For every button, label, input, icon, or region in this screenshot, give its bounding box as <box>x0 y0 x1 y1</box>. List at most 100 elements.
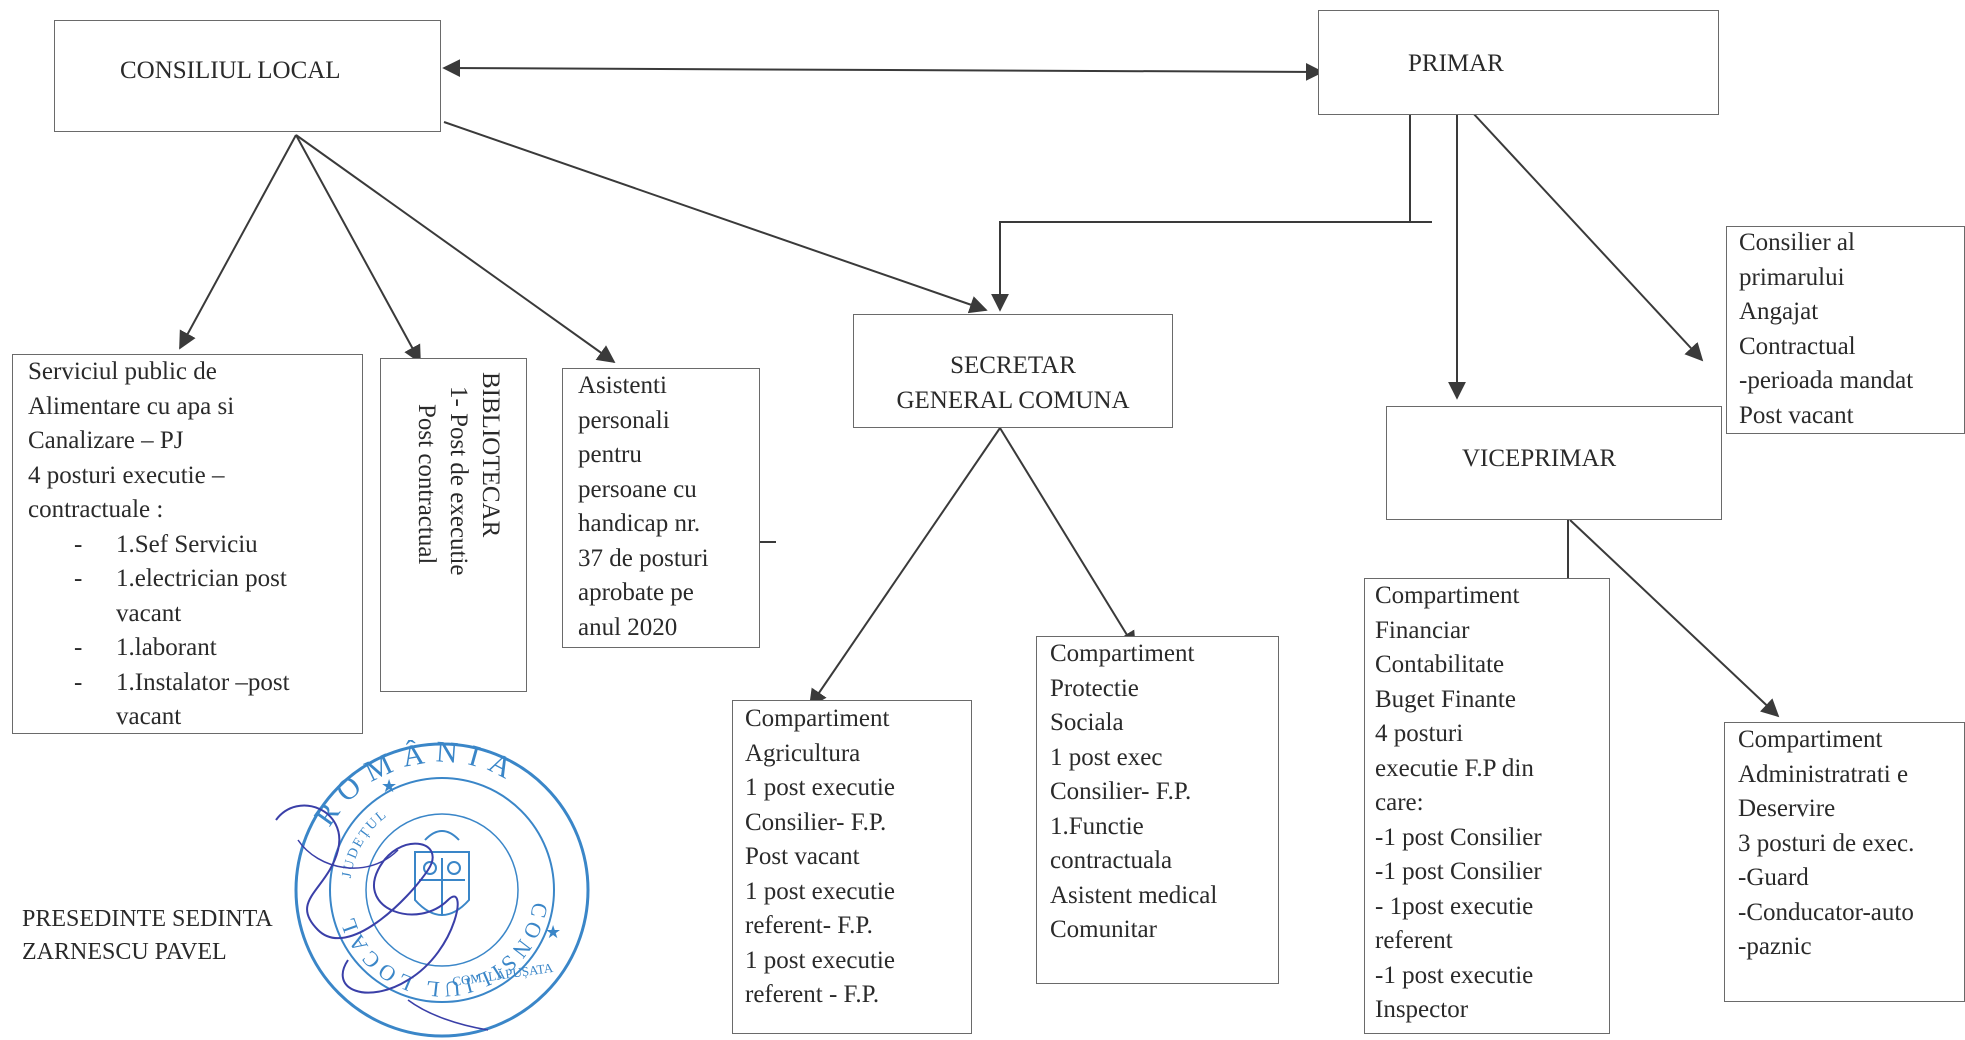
serviciu-bullet-4: - <box>74 669 83 696</box>
box-protectie-sociala <box>1036 636 1279 984</box>
administratie-line-3: Deservire <box>1738 795 1836 822</box>
asistenti-line-7: aprobate pe <box>578 579 694 606</box>
stamp-crest <box>414 830 470 916</box>
serviciu-bullet-1: - <box>74 531 83 558</box>
financiar-line-11: referent <box>1375 927 1453 954</box>
protectie-line-2: Protectie <box>1050 675 1139 702</box>
financiar-line-7: care: <box>1375 789 1424 816</box>
box-consiliul-local <box>54 20 441 132</box>
svg-text:★: ★ <box>381 776 397 797</box>
protectie-line-5: Consilier- F.P. <box>1050 778 1192 805</box>
serviciu-bullet-3: - <box>74 634 83 661</box>
stamp-inner-ring <box>365 813 519 967</box>
stamp-stars: ★ ★ <box>381 776 561 943</box>
financiar-line-3: Contabilitate <box>1375 651 1505 678</box>
serviciu-line-7: 1.electrician post <box>116 565 287 592</box>
financiar-line-9: -1 post Consilier <box>1375 858 1542 885</box>
agricultura-line-6: 1 post executie <box>745 878 895 905</box>
administratie-line-7: -paznic <box>1738 933 1812 960</box>
serviciu-line-10: 1.Instalator –post <box>116 669 290 696</box>
serviciu-line-2: Alimentare cu apa si <box>28 393 235 420</box>
protectie-line-4: 1 post exec <box>1050 744 1163 771</box>
protectie-line-9: Comunitar <box>1050 916 1157 943</box>
serviciu-line-5: contractuale : <box>28 496 164 523</box>
financiar-line-2: Financiar <box>1375 617 1470 644</box>
stamp-middle-ring <box>329 777 555 1003</box>
asistenti-line-3: pentru <box>578 441 642 468</box>
bibliotecar-line-2: 1- Post de executie <box>445 386 472 576</box>
box-primar <box>1318 10 1719 115</box>
serviciu-line-11: vacant <box>116 703 182 730</box>
protectie-line-1: Compartiment <box>1050 640 1195 667</box>
consilier-line-1: Consilier al <box>1739 229 1855 256</box>
svg-text:★: ★ <box>545 922 561 943</box>
asistenti-line-5: handicap nr. <box>578 510 701 537</box>
protectie-line-8: Asistent medical <box>1050 882 1218 909</box>
agricultura-line-3: 1 post executie <box>745 774 895 801</box>
consilier-line-6: Post vacant <box>1739 402 1854 429</box>
label-consiliul-local: CONSILIUL LOCAL <box>120 57 341 84</box>
administratie-line-4: 3 posturi de exec. <box>1738 830 1915 857</box>
link-consiliu-serviciu <box>179 134 297 350</box>
asistenti-line-2: personali <box>578 407 670 434</box>
box-agricultura <box>732 700 972 1034</box>
link-secretar-protectie <box>999 427 1136 650</box>
administratie-line-5: -Guard <box>1738 864 1809 891</box>
signature-title: PRESEDINTE SEDINTA <box>22 906 273 932</box>
serviciu-line-9: 1.laborant <box>116 634 217 661</box>
link-consiliu-primar <box>442 59 1324 81</box>
box-serviciu-public <box>12 354 363 734</box>
financiar-line-12: -1 post executie <box>1375 962 1534 989</box>
protectie-line-7: contractuala <box>1050 847 1173 874</box>
administratie-line-2: Administratrati e <box>1738 761 1909 788</box>
protectie-line-3: Sociala <box>1050 709 1124 736</box>
agricultura-line-7: referent- F.P. <box>745 912 873 939</box>
link-viceprimar-administratie <box>1569 519 1780 718</box>
label-primar: PRIMAR <box>1408 50 1504 77</box>
financiar-line-1: Compartiment <box>1375 582 1520 609</box>
link-secretar-agricultura <box>808 427 1001 708</box>
label-viceprimar: VICEPRIMAR <box>1462 445 1617 472</box>
handwritten-signature <box>275 804 489 1031</box>
financiar-line-13: Inspector <box>1375 996 1469 1023</box>
asistenti-line-8: anul 2020 <box>578 614 678 641</box>
protectie-line-6: 1.Functie <box>1050 813 1144 840</box>
link-consiliu-biblioteca <box>295 134 421 364</box>
box-financiar <box>1364 578 1610 1034</box>
link-primar-consilier <box>1471 111 1704 362</box>
asistenti-line-1: Asistenti <box>578 372 667 399</box>
financiar-line-5: 4 posturi <box>1375 720 1464 747</box>
agricultura-line-2: Agricultura <box>745 740 861 767</box>
consilier-line-2: primarului <box>1739 264 1845 291</box>
link-consiliu-secretar <box>443 121 988 314</box>
serviciu-line-3: Canalizare – PJ <box>28 427 184 454</box>
box-bibliotecar <box>380 358 527 692</box>
label-secretar-1: SECRETAR <box>950 352 1076 379</box>
bibliotecar-line-1: BIBLIOTECAR <box>477 372 504 538</box>
link-primar-secretar <box>991 110 1411 312</box>
agricultura-line-8: 1 post executie <box>745 947 895 974</box>
agricultura-line-1: Compartiment <box>745 705 890 732</box>
consilier-line-4: Contractual <box>1739 333 1856 360</box>
label-secretar-2: GENERAL COMUNA <box>896 387 1130 414</box>
serviciu-line-8: vacant <box>116 600 182 627</box>
box-administratie <box>1724 722 1965 1002</box>
serviciu-line-1: Serviciul public de <box>28 358 217 385</box>
asistenti-line-6: 37 de posturi <box>578 545 709 572</box>
agricultura-line-9: referent - F.P. <box>745 981 880 1008</box>
serviciu-line-4: 4 posturi executie – <box>28 462 225 489</box>
consilier-line-3: Angajat <box>1739 298 1819 325</box>
agricultura-line-4: Consilier- F.P. <box>745 809 887 836</box>
agricultura-line-5: Post vacant <box>745 843 860 870</box>
box-asistenti <box>562 368 760 648</box>
box-viceprimar <box>1386 406 1722 520</box>
box-consilier-primar <box>1726 226 1965 434</box>
financiar-line-6: executie F.P din <box>1375 755 1534 782</box>
administratie-line-6: -Conducator-auto <box>1738 899 1914 926</box>
asistenti-line-4: persoane cu <box>578 476 697 503</box>
box-secretar <box>853 314 1173 428</box>
link-consiliu-asistenti <box>295 134 616 364</box>
consilier-line-5: -perioada mandat <box>1739 367 1914 394</box>
financiar-line-10: - 1post executie <box>1375 893 1534 920</box>
